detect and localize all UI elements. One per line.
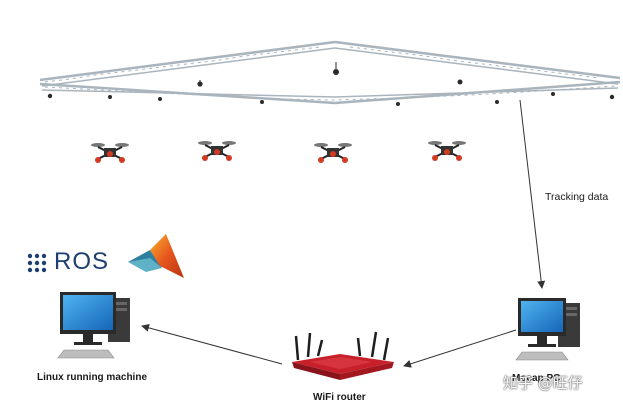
tracking-cameras [47,62,615,106]
ros-logo-text: ROS [54,248,110,275]
label-wifi-router: WiFi router [313,392,366,403]
linux-pc-icon [57,292,130,359]
arrow-tracking-data [519,99,546,289]
arrow-router-to-linux [141,323,283,365]
label-mocap-pc: Mocap PC [512,373,561,384]
drone-3 [314,143,352,163]
matlab-logo-icon [128,234,184,278]
drone-4 [428,141,466,161]
label-tracking-data: Tracking data [545,191,609,203]
connection-arrows [141,99,546,368]
ros-logo-icon [27,253,47,273]
wifi-router-icon [292,331,394,380]
mocap-pc-icon [515,298,580,361]
arrow-mocap-to-router [403,329,517,368]
truss-frame [39,40,621,105]
drone-1 [91,143,129,163]
watermark-text: 知乎 @旺仔 [503,374,583,392]
drone-2 [198,141,236,161]
label-linux-machine: Linux running machine [37,372,148,383]
